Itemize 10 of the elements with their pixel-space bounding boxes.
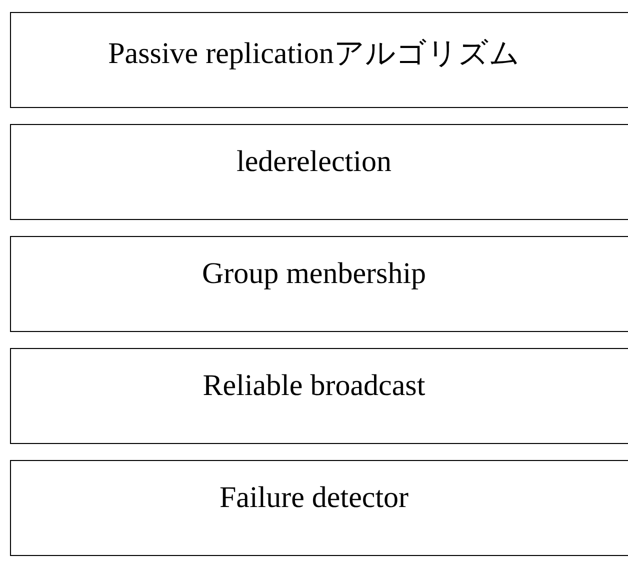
layer-box bbox=[10, 460, 628, 556]
layer-label: Passive replicationアルゴリズム bbox=[107, 36, 521, 72]
layer-box bbox=[10, 124, 628, 220]
layer-label: Group menbership bbox=[200, 257, 428, 291]
layer-box bbox=[10, 236, 628, 332]
layer-label: Failure detector bbox=[218, 481, 410, 515]
layer-box bbox=[10, 12, 628, 108]
layer-box bbox=[10, 348, 628, 444]
layer-label: Reliable broadcast bbox=[202, 369, 426, 403]
layer-label: lederelection bbox=[236, 145, 392, 179]
